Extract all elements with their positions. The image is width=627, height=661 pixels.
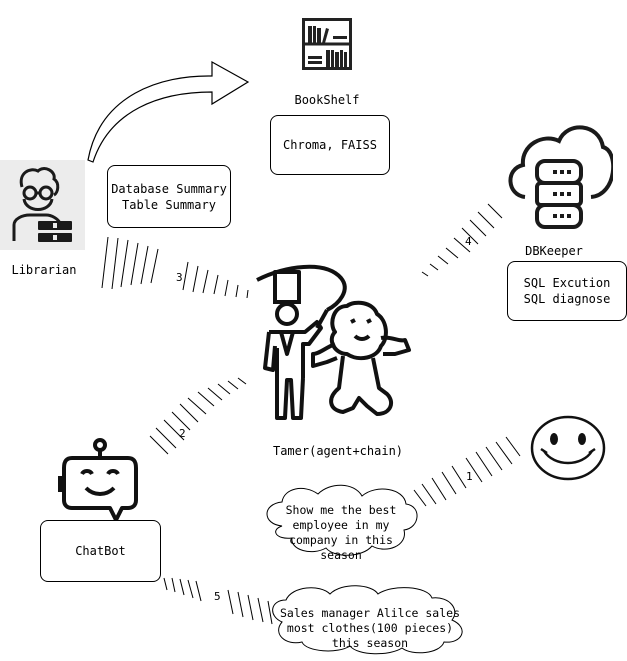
dash-beam-4 (421, 203, 503, 277)
tamer-label: Tamer(agent+chain) (272, 444, 404, 458)
bookshelf-label: BookShelf (294, 93, 360, 107)
librarian-box-line: Table Summary (122, 197, 216, 212)
bookshelf-box-line: Chroma, FAISS (283, 138, 377, 152)
database-cloud-icon (508, 125, 613, 229)
step-number: 1 (466, 470, 473, 483)
dbkeeper-label: DBKeeper (525, 244, 583, 258)
librarian-box-line: Database Summary (111, 181, 227, 196)
librarian-icon (12, 167, 72, 242)
dash-beam-1 (413, 436, 521, 507)
dash-beam-2 (149, 377, 247, 455)
step-number: 4 (465, 235, 472, 248)
answer-cloud-text: Sales manager Alilce sales most clothes(… (279, 606, 460, 650)
step-number: 3 (176, 271, 183, 284)
dbkeeper-box: SQL Excution SQL diagnose (507, 261, 627, 321)
smiley-icon (530, 415, 606, 481)
dbkeeper-box-line: SQL Excution (523, 276, 611, 290)
step-number: 2 (179, 427, 186, 440)
step-number: 5 (214, 590, 221, 603)
bookshelf-box: Chroma, FAISS (270, 115, 390, 175)
robot-icon (58, 438, 138, 522)
dash-beam-5 (163, 577, 273, 625)
dash-beam-3 (101, 236, 249, 299)
chatbot-box: ChatBot (40, 520, 161, 582)
chatbot-label: ChatBot (75, 544, 126, 558)
librarian-label: Librarian (11, 263, 77, 277)
dbkeeper-box-line: SQL diagnose (523, 292, 611, 306)
tamer-lion-icon (256, 264, 411, 420)
question-cloud-shape (266, 484, 418, 556)
curved-arrow (87, 60, 250, 163)
librarian-box: Database Summary Table Summary (107, 165, 231, 228)
bookshelf-icon (302, 18, 352, 70)
answer-cloud-shape (272, 585, 463, 655)
question-cloud-text: Show me the best employee in my company … (285, 503, 397, 562)
